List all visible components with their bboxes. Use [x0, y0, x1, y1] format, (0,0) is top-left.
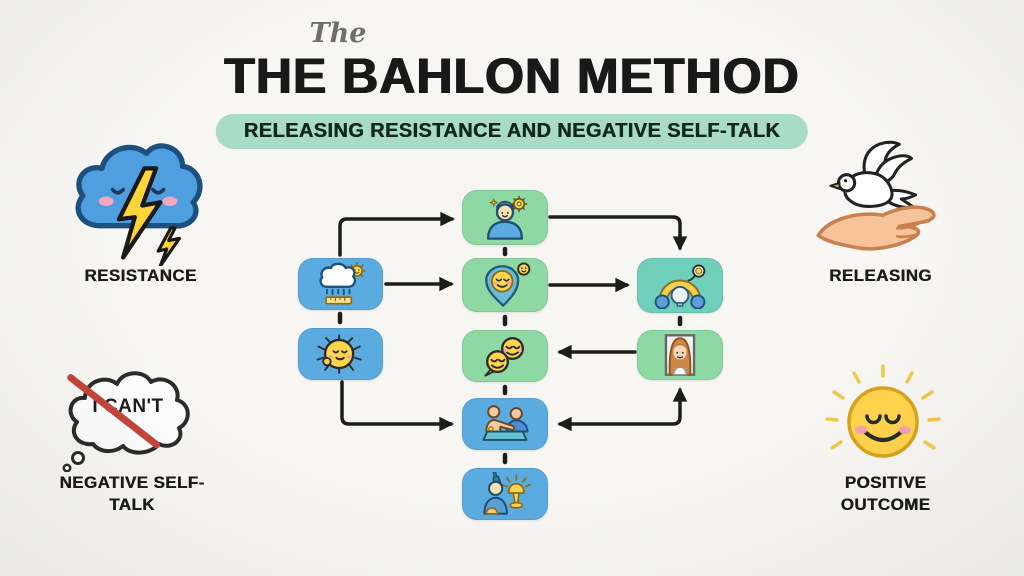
node-mirror-portrait [637, 330, 723, 380]
node-rainbow-lightbulb [637, 258, 723, 313]
resistance-label: RESISTANCE [84, 266, 197, 285]
title-eyebrow: The [309, 18, 367, 49]
method-flowchart [280, 180, 740, 540]
node-celebration-trophy [462, 468, 548, 520]
node-puffer-fish [298, 328, 383, 380]
positive-outcome-label: POSITIVE OUTCOME [840, 473, 931, 515]
mirror-portrait-icon [664, 334, 696, 376]
flowchart-connectors [337, 211, 688, 465]
node-support-session [462, 398, 548, 450]
support-session-icon [482, 405, 529, 441]
puffer-fish-icon [316, 334, 362, 374]
negative-self-talk-label: NEGATIVE SELF-TALK [59, 473, 205, 515]
negative-thought-text: I CAN'T [92, 396, 164, 417]
node-mindful-person-gears [462, 190, 548, 245]
pin-smiley-icon [485, 262, 531, 307]
rain-cloud-gauge-icon [318, 262, 365, 305]
celebration-trophy-icon [483, 472, 532, 515]
page-title: THE BAHLON METHOD [224, 48, 800, 104]
chat-smileys-icon [484, 337, 524, 377]
storm-cloud-lightning-icon [75, 143, 203, 266]
rainbow-lightbulb-icon [654, 263, 706, 309]
node-chat-smileys [462, 330, 548, 382]
releasing-label: RELEASING [829, 266, 932, 285]
node-heart-pin-smiley [462, 258, 548, 312]
dove-over-hand-icon [816, 140, 936, 251]
node-rain-cloud-gauge [298, 258, 383, 310]
crossed-thought-cloud-icon: I CAN'T [52, 360, 212, 473]
person-with-gears-icon [486, 195, 528, 240]
smiling-sun-icon [825, 364, 941, 458]
subtitle-pill: RELEASING RESISTANCE AND NEGATIVE SELF-T… [215, 114, 809, 149]
